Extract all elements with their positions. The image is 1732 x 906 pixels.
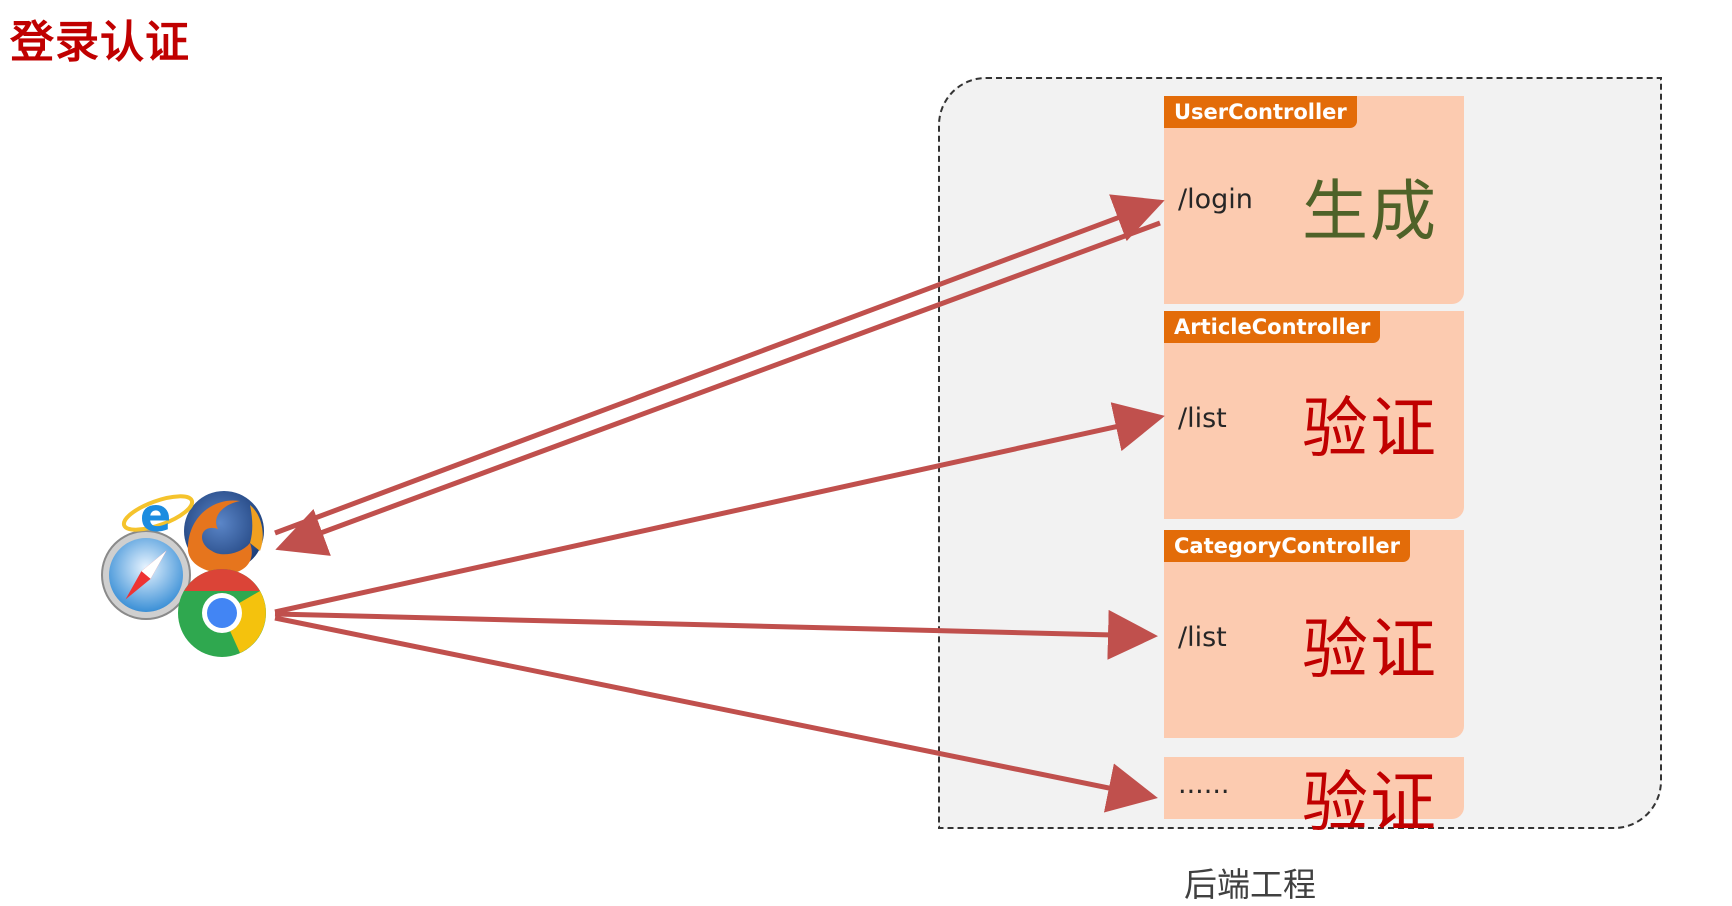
controller-name: UserController (1164, 96, 1357, 128)
controller-action: 验证 (1302, 611, 1438, 688)
controller-user: UserController /login 生成 (1164, 96, 1464, 304)
firefox-icon (184, 491, 264, 574)
page-title: 登录认证 (10, 17, 190, 68)
controller-route: /login (1178, 184, 1253, 215)
arrow-article-request (274, 402, 1165, 615)
controller-action: 验证 (1302, 390, 1438, 467)
controller-action: 生成 (1302, 173, 1438, 250)
arrow-login-response (275, 220, 1161, 556)
safari-icon (101, 530, 191, 620)
controller-route: /list (1178, 403, 1227, 434)
controller-name: ArticleController (1164, 311, 1381, 343)
controller-article: ArticleController /list 验证 (1164, 311, 1464, 519)
controller-action: 验证 (1302, 764, 1438, 841)
arrow-category-request (274, 609, 1158, 660)
internet-explorer-icon: e (121, 488, 195, 542)
arrow-login-request (274, 194, 1165, 536)
svg-text:e: e (140, 488, 171, 542)
arrow-more-request (274, 615, 1158, 813)
chrome-icon (178, 569, 266, 657)
controller-route: /list (1178, 622, 1227, 653)
controller-more: ...... 验证 (1164, 757, 1464, 841)
controller-category: CategoryController /list 验证 (1164, 530, 1464, 738)
browser-icons: e (101, 488, 266, 657)
controller-route: ...... (1178, 769, 1230, 800)
backend-label: 后端工程 (1184, 865, 1316, 904)
controller-name: CategoryController (1164, 530, 1410, 562)
